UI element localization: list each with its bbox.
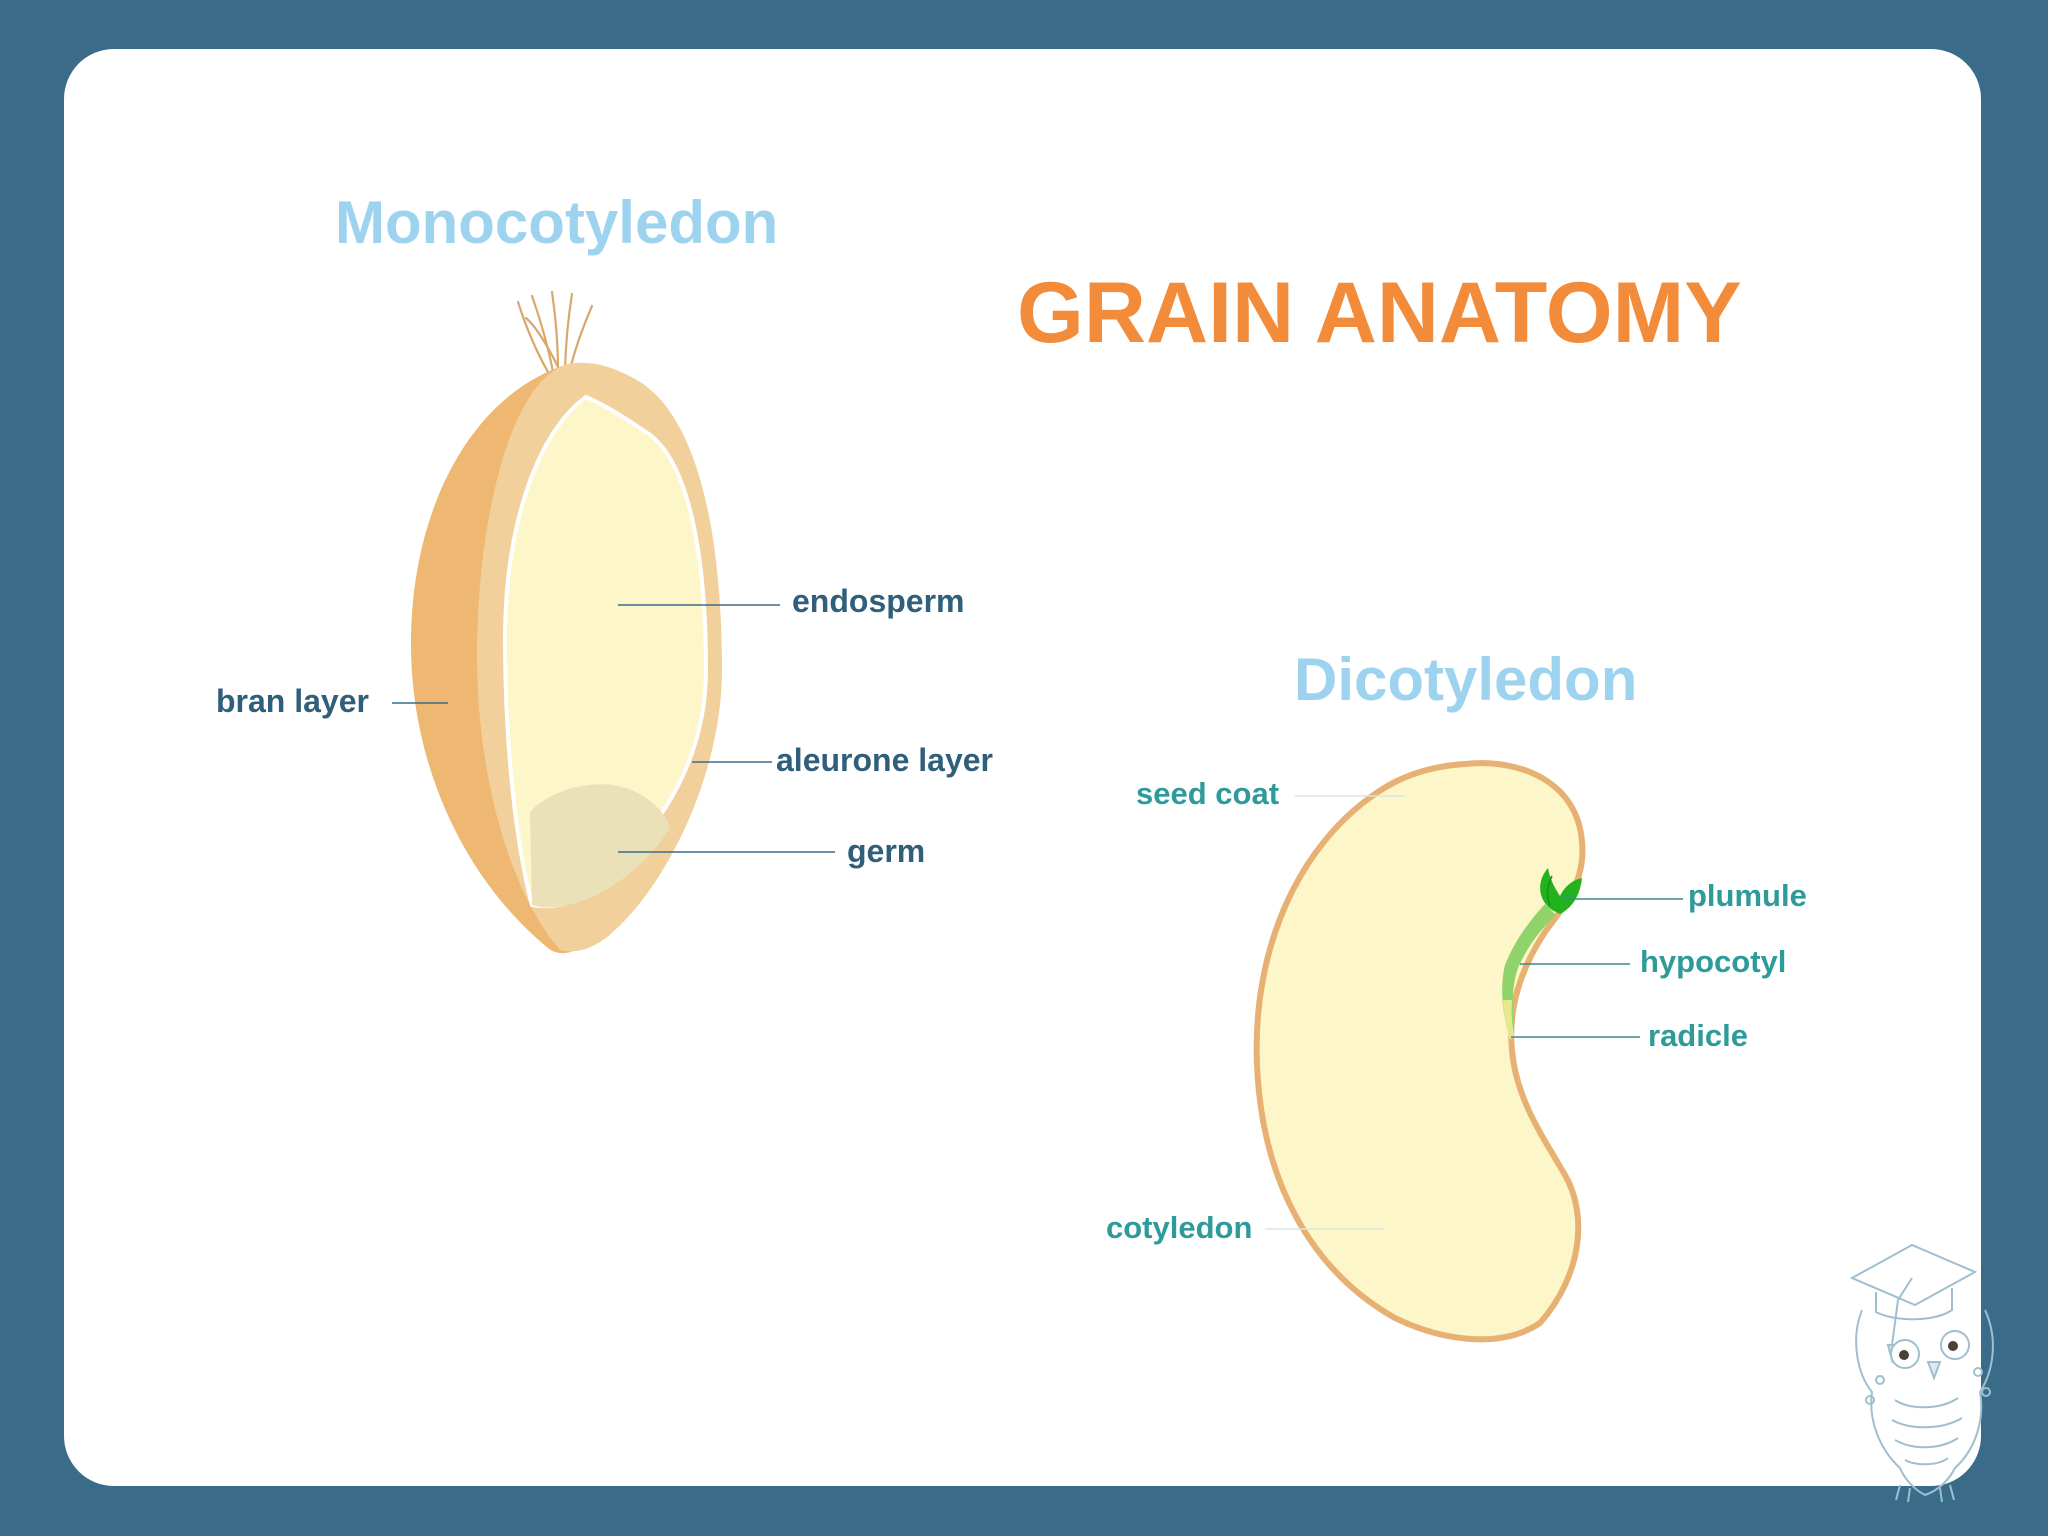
germ-label: germ [847, 833, 925, 869]
cotyledon-shape [1253, 760, 1586, 1343]
bran-layer-label: bran layer [216, 683, 369, 719]
cotyledon-label: cotyledon [1106, 1210, 1252, 1245]
plumule-shape [1540, 868, 1582, 914]
hypocotyl-label: hypocotyl [1640, 944, 1786, 979]
dicot-seed [1253, 760, 1586, 1343]
radicle-label: radicle [1648, 1018, 1748, 1053]
card-panel [64, 49, 1981, 1486]
owl-graduate-icon [1849, 1243, 1994, 1503]
grain-brush-hairs [516, 290, 594, 374]
monocot-grain [410, 290, 722, 954]
main-title: GRAIN ANATOMY [1017, 265, 1742, 361]
seed-coat-label: seed coat [1136, 776, 1279, 811]
monocot-heading: Monocotyledon [335, 189, 778, 256]
germ-shape [530, 784, 670, 908]
endosperm-label: endosperm [792, 583, 964, 619]
plumule-label: plumule [1688, 878, 1807, 913]
aleurone-layer-label: aleurone layer [776, 742, 993, 778]
radicle-shape [1503, 1000, 1514, 1040]
dicot-heading: Dicotyledon [1294, 646, 1637, 713]
